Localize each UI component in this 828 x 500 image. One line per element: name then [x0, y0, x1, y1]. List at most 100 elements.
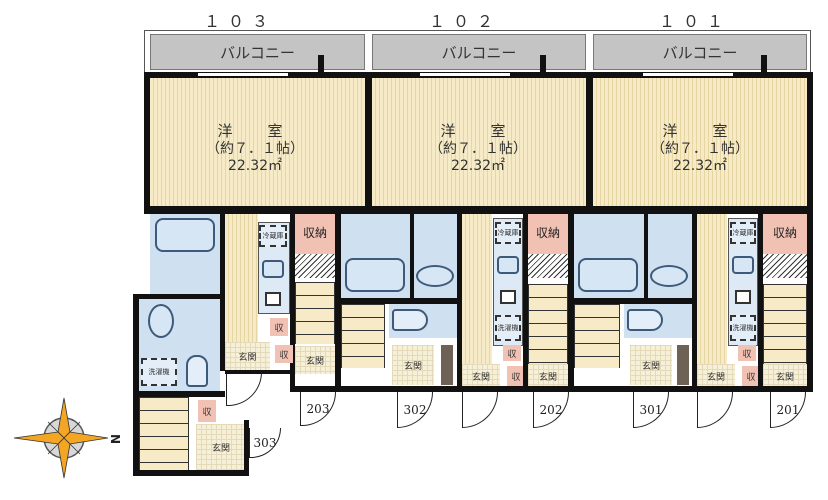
refrigerator-space: 冷蔵庫: [259, 225, 287, 247]
balcony-post: [318, 55, 324, 73]
door-unit-301[interactable]: 301: [633, 392, 669, 428]
wall: [133, 391, 225, 397]
entrance-202-inner: 玄関: [462, 364, 500, 388]
small-storage: 収: [275, 345, 293, 363]
wall: [133, 470, 248, 476]
washbasin-icon: [416, 265, 454, 287]
small-storage: 収: [507, 366, 525, 386]
balcony-label: バルコニー: [220, 43, 295, 62]
room-102-western: [372, 78, 586, 206]
door-number: 302: [403, 402, 427, 417]
closet-label: 収納: [535, 226, 560, 240]
balcony-label: バルコニー: [441, 43, 517, 62]
door-unit-203[interactable]: 203: [300, 392, 336, 426]
balcony-102: バルコニー: [372, 34, 586, 70]
wall-103-102: [365, 72, 372, 212]
stairs-301: [574, 304, 620, 368]
bathtub-icon: [155, 218, 215, 252]
room-label-101: 洋 室 （約７．１帖） 22.32㎡: [625, 122, 775, 176]
wall-bottom: [290, 386, 813, 392]
door-entrance[interactable]: [226, 372, 262, 406]
entrance-301: 玄関: [630, 345, 672, 385]
balcony-post: [540, 55, 546, 73]
bathtub-icon: [345, 258, 405, 292]
unit-number-101: １０１: [658, 12, 731, 31]
room-label-103: 洋 室 （約７．１帖） 22.32㎡: [180, 122, 330, 176]
closet-hatch: [528, 254, 568, 278]
closet-label: 収納: [772, 226, 797, 240]
toilet-icon: [186, 355, 208, 387]
room-size-jo: （約７．１帖）: [206, 140, 304, 157]
room-size-jo: （約７．１帖）: [651, 140, 749, 157]
balcony-label: バルコニー: [662, 43, 738, 62]
stove-icon: [500, 290, 516, 304]
room-103-western: [150, 78, 365, 206]
washbasin-icon: [148, 304, 174, 338]
wall: [220, 206, 225, 371]
door-entrance[interactable]: [462, 392, 498, 428]
wall: [644, 214, 648, 298]
closet-hatch: [763, 254, 807, 278]
bathtub-icon: [578, 258, 638, 292]
balcony-103: バルコニー: [150, 34, 365, 70]
door-unit-302[interactable]: 302: [397, 392, 433, 428]
door-number: 203: [306, 401, 330, 416]
small-storage: 収: [738, 345, 756, 361]
room-area: 22.32㎡: [450, 158, 506, 175]
wall-left-outer: [144, 72, 150, 212]
hallway-201: [697, 214, 727, 364]
door-number: 201: [776, 402, 800, 417]
wall: [225, 370, 295, 374]
wall: [244, 420, 249, 476]
room-type: 洋 室: [440, 122, 516, 140]
window-101: [643, 73, 733, 76]
entrance-303: 玄関: [196, 424, 246, 470]
room-area: 22.32㎡: [227, 158, 283, 175]
washing-machine-space: 洗濯機: [141, 358, 177, 386]
room-size-jo: （約７．１帖）: [429, 140, 527, 157]
small-storage: 収: [742, 366, 760, 386]
wall: [568, 206, 574, 392]
stove-icon: [735, 290, 751, 304]
wall: [335, 206, 341, 392]
closet-102: 収納: [528, 214, 568, 254]
closet-101: 収納: [763, 214, 807, 254]
balcony-post: [761, 55, 767, 73]
door-entrance[interactable]: [697, 392, 733, 428]
toilet-icon: [392, 309, 428, 331]
wall: [133, 294, 139, 476]
entrance-302: 玄関: [392, 345, 434, 385]
room-101-western: [593, 78, 807, 206]
compass-rose-icon: [8, 396, 109, 480]
closet-103: 収納: [295, 214, 335, 254]
wall-right-outer: [807, 72, 813, 392]
wall: [341, 298, 461, 304]
hallway-202: [462, 214, 492, 364]
door-unit-303[interactable]: 303: [249, 428, 281, 458]
washing-machine-space: 洗濯機: [730, 315, 756, 341]
entrance: 玄関: [225, 342, 270, 370]
wall-102-101: [586, 72, 593, 212]
wall: [758, 206, 763, 392]
shoe-cabinet: [441, 345, 453, 385]
wall: [133, 294, 225, 299]
window-102: [420, 73, 510, 76]
unit-number-102: １０２: [428, 12, 501, 31]
room-type: 洋 室: [662, 122, 738, 140]
door-number: 301: [639, 402, 663, 417]
washing-machine-space: 洗濯機: [495, 315, 521, 341]
stairs-303: [139, 397, 189, 470]
entrance-201-inner: 玄関: [697, 364, 735, 388]
room-area: 22.32㎡: [672, 158, 728, 175]
door-unit-201[interactable]: 201: [770, 392, 806, 428]
refrigerator-space: 冷蔵庫: [495, 222, 521, 244]
kitchen-sink-icon: [262, 260, 284, 278]
wall: [574, 298, 694, 304]
stove-icon: [265, 292, 281, 306]
stairs-201: [763, 284, 807, 364]
closet-label: 収納: [302, 226, 327, 240]
entrance-201: 玄関: [763, 364, 807, 388]
washbasin-icon: [650, 265, 688, 287]
door-unit-202[interactable]: 202: [533, 392, 569, 428]
stairs-203: [295, 282, 335, 344]
